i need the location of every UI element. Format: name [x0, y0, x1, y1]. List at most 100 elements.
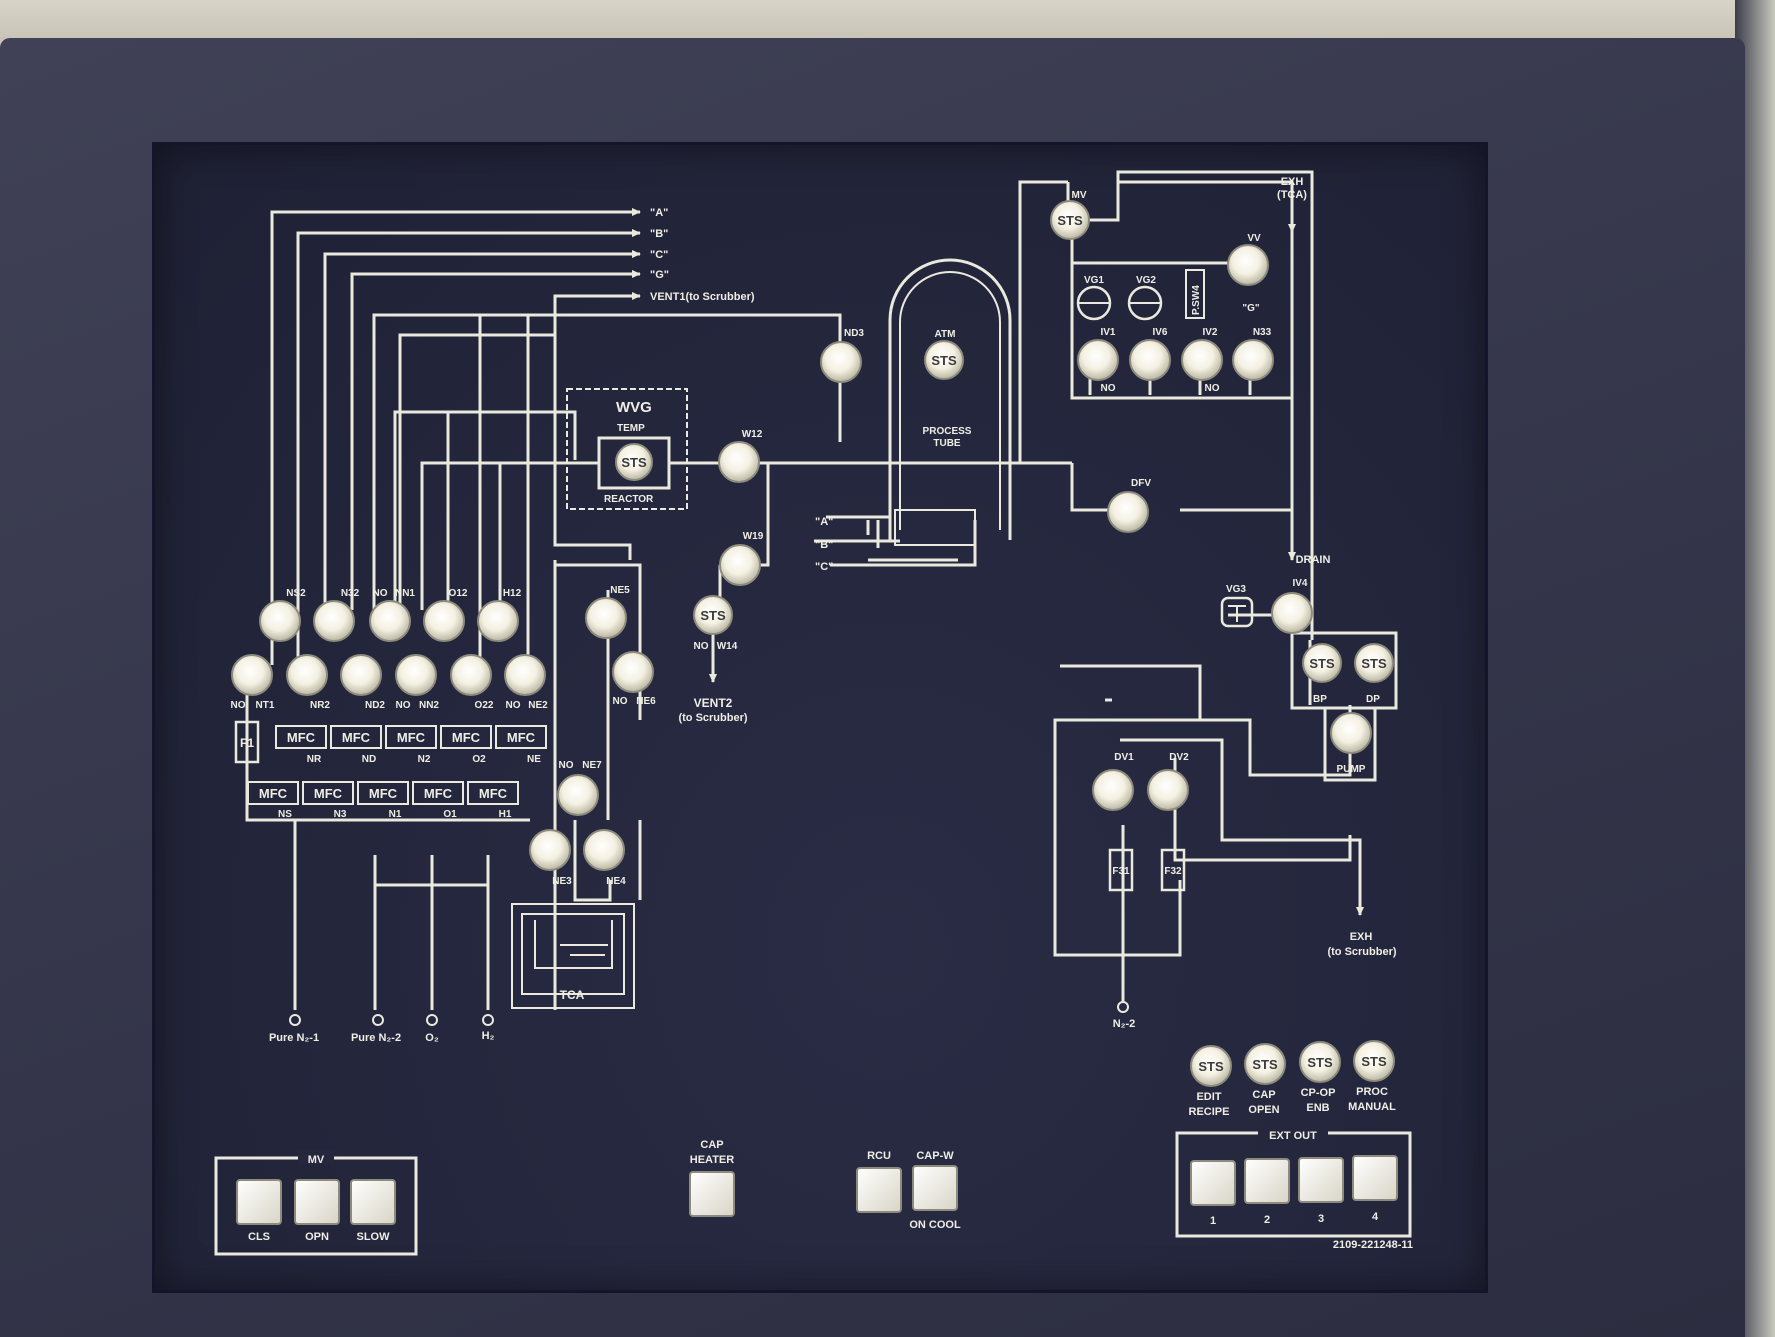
process-tube: ATM PROCESS TUBE [888, 258, 1012, 546]
valve-ne6[interactable] [612, 651, 654, 693]
vacuum-gauges: P.SW4 VG1 VG2 "G" VG3 [1076, 269, 1260, 628]
ext-out-1-button[interactable] [1190, 1160, 1236, 1206]
dp-sts-lamp[interactable] [1354, 643, 1394, 683]
atm-label: ATM [935, 329, 956, 340]
vent1-label: VENT1(to Scrubber) [650, 291, 755, 303]
exh-tca-label: (TCA) [1277, 189, 1307, 201]
valve-lamps [231, 244, 1372, 871]
wvg-sts-label: STS [621, 455, 647, 470]
valve-iv6[interactable] [1129, 339, 1171, 381]
valve-iv2[interactable] [1181, 339, 1223, 381]
valve-dfv[interactable] [1107, 491, 1149, 533]
cp-op-enb-button[interactable] [1299, 1041, 1341, 1083]
valve-ns2[interactable] [259, 600, 301, 642]
svg-text:MFC: MFC [397, 730, 426, 745]
svg-text:STS: STS [1361, 1054, 1387, 1069]
tca-bottle: TCA [511, 903, 635, 1009]
svg-text:NE3: NE3 [552, 876, 572, 887]
svg-text:IV6: IV6 [1152, 327, 1167, 338]
valve-nn2[interactable] [395, 654, 437, 696]
line-g: "G" [650, 269, 669, 281]
svg-text:MFC: MFC [507, 730, 536, 745]
f1-label: F1 [240, 736, 254, 750]
n2-2-label: N₂-2 [1113, 1018, 1136, 1030]
valve-w19[interactable] [719, 544, 761, 586]
valve-dv1[interactable] [1092, 769, 1134, 811]
valve-o12[interactable] [423, 600, 465, 642]
svg-text:W14: W14 [717, 641, 738, 652]
svg-text:DFV: DFV [1131, 478, 1151, 489]
valve-h12[interactable] [477, 600, 519, 642]
svg-text:STS: STS [1252, 1057, 1278, 1072]
svg-text:N2: N2 [418, 754, 431, 765]
valve-o22[interactable] [450, 654, 492, 696]
valve-nn1[interactable] [369, 600, 411, 642]
wvg-sts-lamp[interactable] [615, 443, 653, 481]
svg-text:MANUAL: MANUAL [1348, 1101, 1396, 1113]
atm-sts-lamp[interactable] [924, 340, 964, 380]
mv-opn-button[interactable] [294, 1179, 340, 1225]
svg-text:O12: O12 [449, 588, 468, 599]
valve-w12[interactable] [718, 441, 760, 483]
dp-label: DP [1366, 694, 1380, 705]
valve-labels: NS2 N32 NO NN1 O12 H12 NE5 NO NT1 NR2 ND… [231, 190, 1308, 887]
vg3-gauge-icon [1220, 596, 1254, 628]
svg-text:NO: NO [506, 700, 521, 711]
distribution-lines [270, 208, 842, 665]
valve-pump[interactable] [1330, 712, 1372, 754]
valve-ne5[interactable] [585, 597, 627, 639]
valve-n33[interactable] [1232, 339, 1274, 381]
svg-text:NE5: NE5 [610, 585, 630, 596]
ext-out-4-button[interactable] [1352, 1155, 1398, 1201]
drain-label: DRAIN [1296, 554, 1331, 566]
svg-text:IV2: IV2 [1202, 327, 1217, 338]
valve-dv2[interactable] [1147, 769, 1189, 811]
svg-text:IV1: IV1 [1100, 327, 1115, 338]
line-c: "C" [650, 249, 668, 261]
bp-sts-lamp[interactable] [1302, 643, 1342, 683]
svg-text:CAP: CAP [1252, 1089, 1275, 1101]
rcu-button[interactable] [856, 1167, 902, 1213]
valve-ne2[interactable] [504, 654, 546, 696]
psw4-label: P.SW4 [1191, 285, 1202, 315]
f32-label: F32 [1164, 866, 1182, 877]
valve-n32[interactable] [313, 600, 355, 642]
valve-iv1[interactable] [1077, 339, 1119, 381]
svg-text:NE6: NE6 [636, 696, 656, 707]
cap-heater-button[interactable] [689, 1171, 735, 1217]
svg-text:H1: H1 [499, 809, 512, 820]
valve-ne3[interactable] [529, 829, 571, 871]
ext-out-2-button[interactable] [1244, 1158, 1290, 1204]
valve-ne4[interactable] [583, 829, 625, 871]
cap-open-button[interactable] [1244, 1043, 1286, 1085]
valve-nt1[interactable] [231, 654, 273, 696]
valve-vv[interactable] [1227, 244, 1269, 286]
vent2-label: VENT2 [694, 696, 733, 710]
mv-slow-button[interactable] [350, 1179, 396, 1225]
valve-nr2[interactable] [286, 654, 328, 696]
valve-nd3[interactable] [820, 341, 862, 383]
svg-text:STS: STS [1361, 656, 1387, 671]
mv-cls-button[interactable] [236, 1179, 282, 1225]
proc-manual-button[interactable] [1353, 1040, 1395, 1082]
side-in-b: "B" [815, 539, 833, 551]
mv-sts-lamp[interactable] [1050, 200, 1090, 240]
cap-w-sub: ON COOL [909, 1219, 961, 1231]
flow-lines [709, 340, 1000, 683]
svg-text:HEATER: HEATER [690, 1154, 734, 1166]
edit-recipe-button[interactable] [1190, 1045, 1232, 1087]
svg-text:STS: STS [931, 353, 957, 368]
w14-sts-lamp[interactable] [693, 595, 733, 635]
line-b: "B" [650, 228, 668, 240]
rcu-label: RCU [867, 1150, 891, 1162]
vg2-label: VG2 [1136, 275, 1156, 286]
ext-out-3-button[interactable] [1298, 1157, 1344, 1203]
valve-ne7[interactable] [557, 774, 599, 816]
valve-iv4[interactable] [1271, 592, 1313, 634]
line-labels: "A" "B" "C" "G" VENT1(to Scrubber) "A" "… [650, 176, 1397, 958]
cap-w-button[interactable] [912, 1165, 958, 1211]
pure-n2-2-label: Pure N₂-2 [351, 1032, 401, 1044]
wvg-reactor: WVG TEMP REACTOR STS [566, 388, 720, 510]
valve-nd2[interactable] [340, 654, 382, 696]
svg-text:O22: O22 [475, 700, 494, 711]
